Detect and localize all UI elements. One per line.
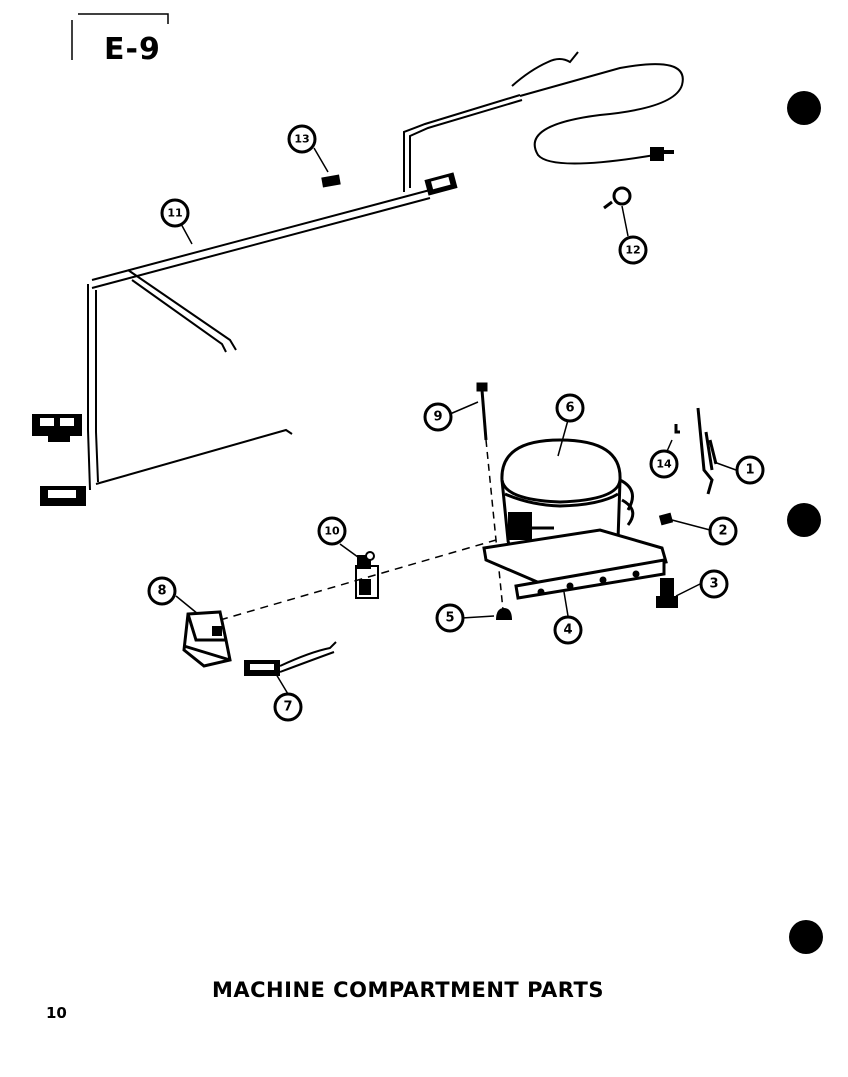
callout-label: 6 — [565, 401, 574, 416]
callout-label: 9 — [433, 410, 442, 425]
callout-9: 9 — [423, 402, 453, 432]
callout-3: 3 — [699, 569, 729, 599]
callout-13: 13 — [287, 124, 317, 154]
dashed-guide — [219, 539, 497, 621]
callout-label: 2 — [718, 524, 727, 539]
cap-part — [496, 608, 512, 620]
callout-label: 10 — [324, 525, 340, 538]
diagram-caption: MACHINE COMPARTMENT PARTS — [212, 978, 604, 1002]
callout-8: 8 — [147, 576, 177, 606]
dashed-guide — [485, 439, 504, 611]
grommet-part — [603, 186, 632, 210]
wiring-harness — [87, 51, 684, 491]
callout-label: 1 — [745, 463, 754, 478]
callout-7: 7 — [273, 692, 303, 722]
washer-part — [658, 512, 674, 526]
page-number: 10 — [46, 1004, 67, 1022]
callout-12: 12 — [618, 235, 648, 265]
relay-cover — [182, 610, 232, 668]
callout-label: 5 — [445, 611, 454, 626]
retainer-clip — [674, 424, 680, 434]
callout-1: 1 — [735, 455, 765, 485]
callout-label: 11 — [167, 207, 182, 220]
bolt-part — [476, 382, 488, 441]
callout-11: 11 — [160, 198, 190, 228]
compressor-fitting — [508, 512, 554, 540]
callout-14: 14 — [649, 449, 679, 479]
clip-part — [321, 174, 341, 188]
callout-label: 8 — [157, 584, 166, 599]
plug-end — [650, 147, 674, 161]
callout-label: 4 — [563, 623, 572, 638]
callout-4: 4 — [553, 615, 583, 645]
callout-label: 14 — [656, 458, 672, 471]
harness-connector — [424, 172, 458, 196]
callout-10: 10 — [317, 516, 347, 546]
binder-hole — [789, 920, 823, 954]
callout-label: 13 — [294, 133, 309, 146]
callout-label: 3 — [709, 577, 718, 592]
binder-hole — [787, 503, 821, 537]
binder-hole — [787, 91, 821, 125]
harness-plug-lower — [40, 486, 86, 506]
callout-2: 2 — [708, 516, 738, 546]
callout-group: 1 2 3 4 5 6 7 8 9 10 11 12 13 14 — [147, 124, 765, 722]
wire-connector — [244, 641, 337, 676]
callout-6: 6 — [555, 393, 585, 423]
thermostat-probe — [696, 407, 718, 495]
screw-part — [656, 578, 678, 608]
corner-mark — [71, 13, 169, 60]
callout-label: 7 — [283, 700, 292, 715]
page-label: E-9 — [104, 32, 161, 67]
harness-plug-upper — [32, 414, 82, 442]
callout-label: 12 — [625, 244, 640, 257]
mounting-rail — [482, 528, 668, 600]
callout-5: 5 — [435, 603, 465, 633]
leader-lines — [175, 147, 737, 695]
